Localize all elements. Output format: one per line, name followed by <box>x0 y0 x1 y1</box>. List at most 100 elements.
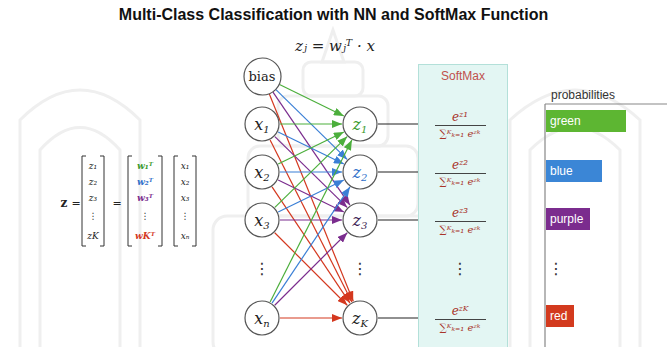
neuron-name: x <box>254 163 263 182</box>
formula-numerator: eᶻ² <box>435 158 486 174</box>
connector <box>269 94 353 301</box>
connector <box>278 180 344 212</box>
neuron-label: z1 <box>342 106 378 142</box>
neuron-name: z <box>353 115 361 134</box>
connector <box>275 233 348 306</box>
probability-bar: green <box>546 110 626 132</box>
matrix-entry: z₂ <box>89 177 97 187</box>
bar-label: green <box>546 114 583 128</box>
watermark-column <box>40 128 120 347</box>
probability-bar: red <box>546 305 574 327</box>
matrix-brackets <box>82 156 196 246</box>
ellipsis: ⋮ <box>548 259 564 278</box>
matrix-entry: x₂ <box>181 177 190 187</box>
connector <box>280 317 342 318</box>
bar-label: purple <box>546 212 585 226</box>
neuron-name: z <box>353 163 361 182</box>
equals-sign: = <box>71 197 80 210</box>
neuron-label: xn <box>244 300 280 336</box>
neuron-circle: z2 <box>342 154 378 190</box>
bracket <box>100 156 104 246</box>
connector <box>272 187 350 303</box>
probability-bar: blue <box>546 160 602 182</box>
connector <box>270 140 352 302</box>
vector-name: z <box>61 196 68 210</box>
title-text: Multi-Class Classification with NN and S… <box>0 6 667 24</box>
neuron-label: x1 <box>244 106 280 142</box>
bracket <box>174 156 178 246</box>
formula-denominator: ∑ᴷₖ₌₁ eᶻᵏ <box>435 320 486 333</box>
neuron-circle: zK <box>342 300 378 336</box>
softmax-formula: eᶻ¹∑ᴷₖ₌₁ eᶻᵏ <box>435 110 486 139</box>
circle-shape <box>245 107 279 141</box>
connector <box>280 123 342 124</box>
neuron-subscript: 1 <box>361 124 367 135</box>
matrix-entry: x₁ <box>181 161 190 171</box>
neuron-name: z <box>353 211 361 230</box>
circle-shape <box>244 58 281 95</box>
neuron-subscript: n <box>263 318 269 329</box>
axis-label: probabilities <box>551 88 615 102</box>
connector <box>278 132 344 164</box>
ellipsis: ⋮ <box>254 259 270 278</box>
circle-shape <box>245 155 279 189</box>
bar-label: blue <box>546 164 575 178</box>
connector <box>280 85 344 117</box>
watermark <box>20 30 640 347</box>
panel-heading: SoftMax <box>419 69 507 83</box>
bracket <box>158 156 162 246</box>
neuron-circle: bias <box>243 57 282 96</box>
connector <box>270 140 352 302</box>
neuron-subscript: K <box>360 318 367 329</box>
neuron-name: x <box>254 211 263 230</box>
softmax-formula: eᶻ²∑ᴷₖ₌₁ eᶻᵏ <box>435 158 486 187</box>
formula-label: zⱼ = wⱼᵀ · x <box>295 37 375 55</box>
neuron-label: z3 <box>342 202 378 238</box>
matrix-entry: wKᵀ <box>135 231 155 241</box>
formula-denominator: ∑ᴷₖ₌₁ eᶻᵏ <box>435 222 486 235</box>
neuron-circle: xn <box>244 300 280 336</box>
bracket <box>128 156 132 246</box>
matrix-entry: w₁ᵀ <box>137 161 153 171</box>
matrix-entry: ⋮ <box>181 211 190 221</box>
watermark-column <box>510 90 640 347</box>
neuron-label: x2 <box>244 154 280 190</box>
ellipsis: ⋮ <box>352 259 368 278</box>
matrix-entry: zK <box>87 231 98 241</box>
connector <box>278 180 344 212</box>
softmax-panel: SoftMaxeᶻ¹∑ᴷₖ₌₁ eᶻᵏeᶻ²∑ᴷₖ₌₁ eᶻᵏeᶻ³∑ᴷₖ₌₁ … <box>418 64 508 347</box>
connector <box>278 132 344 164</box>
neuron-circle: z1 <box>342 106 378 142</box>
bracket <box>192 156 196 246</box>
connector <box>273 92 350 205</box>
matrix-entry: ⋮ <box>89 211 98 221</box>
formula-numerator: eᶻᴷ <box>435 304 486 320</box>
neuron-circle: x2 <box>244 154 280 190</box>
bar-label: red <box>546 309 569 323</box>
watermark-tier <box>213 216 453 347</box>
neuron-circle: z3 <box>342 202 378 238</box>
neuron-subscript: 2 <box>361 172 367 183</box>
circle-shape <box>245 301 279 335</box>
circle-shape <box>245 203 279 237</box>
watermark-tier <box>303 62 363 96</box>
watermark-column <box>20 90 140 347</box>
neuron-name: x <box>254 115 263 134</box>
watermark-tier <box>278 96 388 146</box>
matrix-entry: x₃ <box>181 193 190 203</box>
matrix-entry: w₃ᵀ <box>137 193 153 203</box>
neuron-subscript: 3 <box>361 220 367 231</box>
matrix-entry: z₁ <box>89 161 97 171</box>
matrix-entry: xₙ <box>181 231 190 241</box>
connector <box>272 187 350 303</box>
equals-sign: = <box>112 197 121 210</box>
neuron-name: x <box>254 309 263 328</box>
circle-shape <box>343 155 377 189</box>
neuron-name: bias <box>249 69 276 84</box>
ellipsis: ⋮ <box>452 259 468 278</box>
softmax-formula: eᶻᴷ∑ᴷₖ₌₁ eᶻᵏ <box>435 304 486 333</box>
circle-shape <box>343 301 377 335</box>
formula-numerator: eᶻ¹ <box>435 110 486 126</box>
formula-denominator: ∑ᴷₖ₌₁ eᶻᵏ <box>435 126 486 139</box>
